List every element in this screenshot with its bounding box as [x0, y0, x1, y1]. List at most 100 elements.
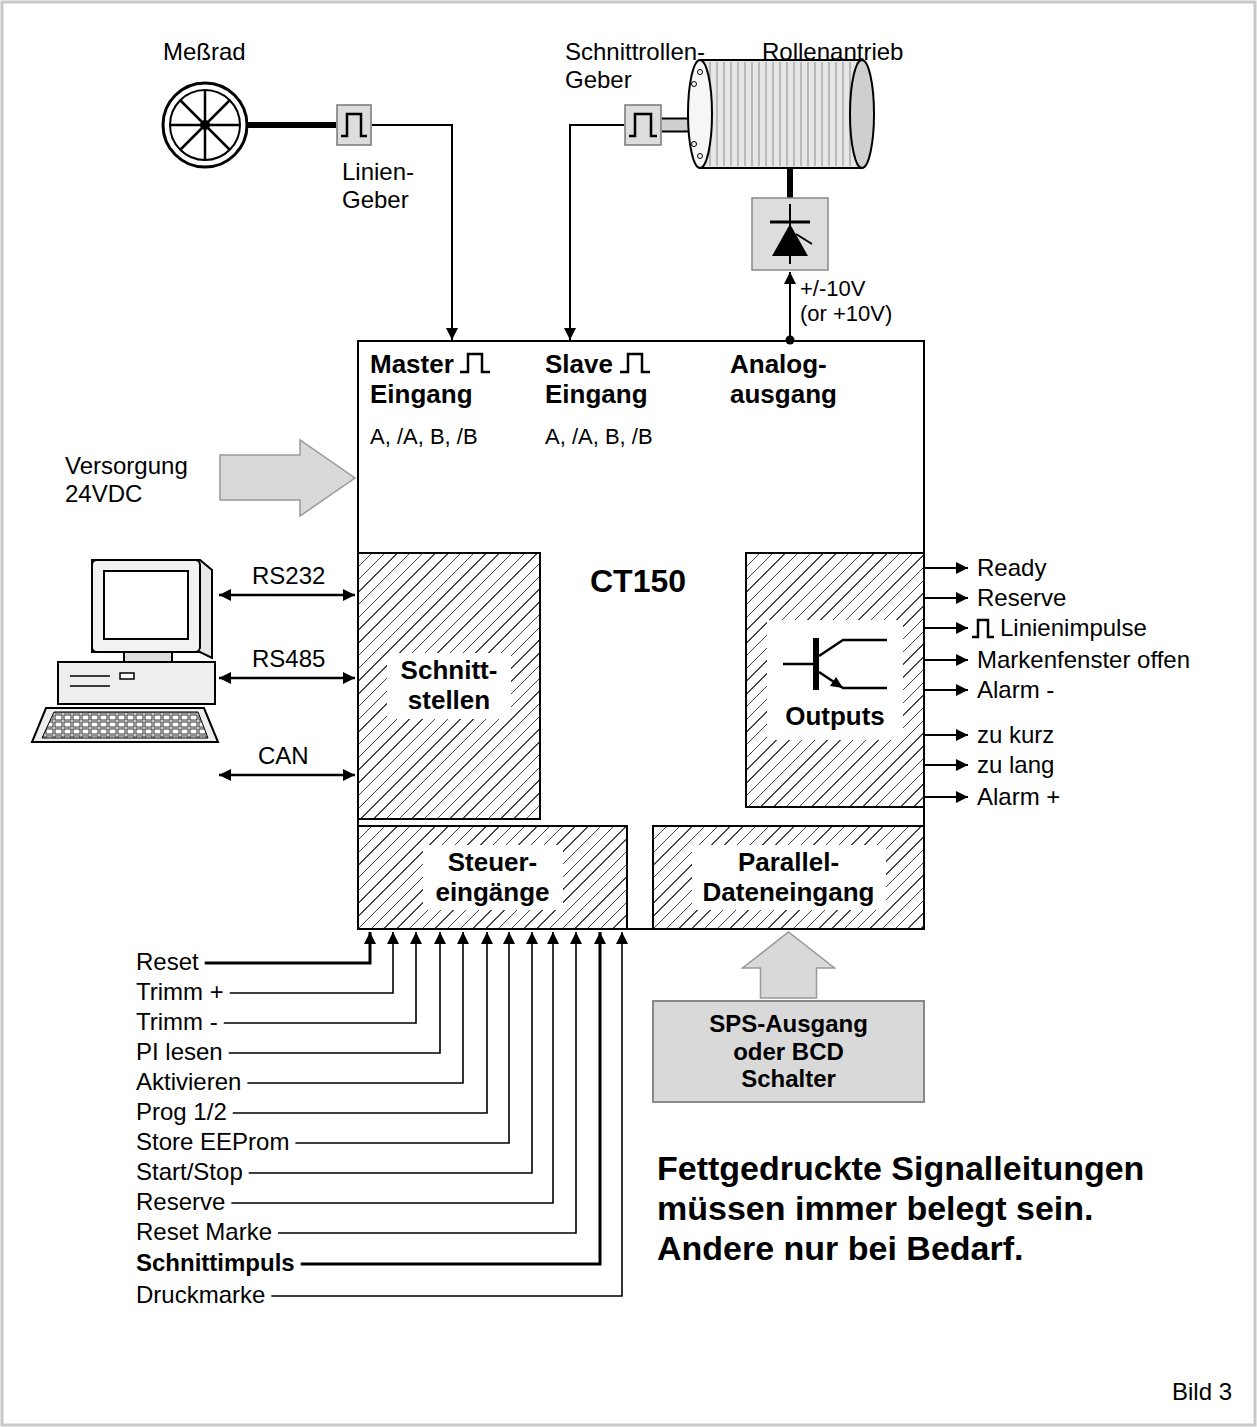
wheel-spoke: [205, 125, 230, 150]
output-arrows: [925, 796, 968, 798]
component-label: Meßrad: [163, 38, 246, 66]
control-input-wire: [233, 932, 487, 1113]
connector: [743, 932, 835, 998]
control-input-wire: [249, 932, 532, 1173]
control-input-wire: [230, 932, 393, 993]
output-arrows: [925, 764, 968, 766]
transistor-symbol: [775, 626, 895, 702]
signal-name: Markenfenster offen: [977, 646, 1190, 674]
pulse-symbol: [460, 354, 490, 372]
component-label: Linien- Geber: [342, 158, 442, 213]
supply-arrow: [220, 440, 355, 516]
transistor-symbol: [819, 640, 887, 656]
pulse-symbol: [620, 354, 650, 372]
wheel-rim: [163, 83, 247, 167]
control-input-wire: [247, 932, 463, 1083]
cooling-fin: [821, 62, 822, 166]
computer-drawing: [32, 560, 218, 742]
wheel-spoke: [180, 125, 205, 150]
wheel-spoke: [205, 100, 230, 125]
port-label: A, /A, B, /B: [545, 424, 653, 449]
shape-outline: [624, 104, 662, 146]
computer-drawing: [42, 712, 208, 738]
block-label: Parallel- Dateneingang: [692, 845, 886, 911]
signal-line: [248, 122, 336, 128]
transistor-symbol: [819, 672, 887, 688]
motor-end: [850, 60, 874, 168]
signal-name: Druckmarke: [136, 1281, 265, 1309]
signal-name: Prog 1/2: [136, 1098, 227, 1126]
block-label: Outputs: [785, 702, 885, 732]
wheel-spoke: [180, 100, 205, 125]
wheel-spoke: [205, 124, 240, 127]
computer-drawing: [92, 560, 212, 658]
signal-name: Trimm +: [136, 978, 224, 1006]
computer-drawing: [70, 685, 110, 687]
port-label: CAN: [258, 742, 309, 770]
thyristor-drive: [752, 198, 828, 270]
block-label: Steuer- eingänge: [423, 845, 563, 911]
block-label: Schnitt- stellen: [387, 653, 511, 719]
supply-arrow: [220, 440, 355, 516]
data-flow-arrow: [743, 932, 835, 998]
port-label: RS485: [252, 645, 325, 673]
wheel-spoke: [170, 124, 205, 127]
motor-body: [686, 58, 878, 170]
signal-line: [570, 125, 624, 340]
computer-drawing: [58, 662, 215, 704]
computer-drawing: [124, 652, 172, 662]
pulse-symbol: [341, 114, 367, 136]
wheel-rim: [170, 90, 240, 160]
cooling-fin: [779, 62, 780, 166]
shape-outline: [160, 80, 250, 170]
control-input-wire: [224, 932, 416, 1023]
cooling-fin: [744, 62, 745, 166]
transistor-symbol: [813, 638, 819, 690]
output-arrows: [925, 627, 968, 629]
motor-body: [700, 60, 862, 168]
cooling-fin: [800, 62, 801, 166]
thyristor-drive: [796, 234, 812, 244]
signal-name: Aktivieren: [136, 1068, 241, 1096]
interface-arrows: [219, 677, 355, 680]
cooling-fin: [730, 62, 731, 166]
port-label: A, /A, B, /B: [370, 424, 478, 449]
computer-drawing: [92, 560, 200, 652]
component-label: Rollenantrieb: [762, 38, 903, 66]
wheel-shape: [160, 80, 250, 170]
cooling-fin: [842, 62, 843, 166]
cooling-fin: [758, 62, 759, 166]
port-label: +/-10V (or +10V): [800, 276, 895, 327]
signal-name: Alarm -: [977, 676, 1054, 704]
computer-drawing: [120, 673, 134, 679]
thyristor-drive: [770, 221, 810, 224]
symbol-panel: Outputs: [767, 620, 903, 740]
signal-name: Reset: [136, 948, 199, 976]
signal-name: Reserve: [977, 584, 1066, 612]
control-input-wire: [271, 932, 622, 1296]
signal-name: Reset Marke: [136, 1218, 272, 1246]
motor-face: [688, 60, 712, 168]
plc-output-box: SPS-Ausgang oder BCD Schalter: [652, 1000, 925, 1103]
thyristor-drive: [789, 272, 791, 340]
cooling-fin: [716, 62, 717, 166]
port-label: Versorgung 24VDC: [65, 452, 215, 507]
output-arrows: [925, 689, 968, 691]
cooling-fin: [765, 62, 766, 166]
cooling-fin: [793, 62, 794, 166]
interface-arrows: [219, 595, 355, 775]
signal-line: [372, 125, 452, 340]
cooling-fin: [772, 62, 773, 166]
signal-name: zu kurz: [977, 721, 1054, 749]
encoder-box: [336, 104, 372, 146]
computer-drawing: [104, 571, 188, 639]
transistor-symbol: [830, 677, 843, 688]
encoder-box: [624, 104, 662, 146]
cooling-fin: [807, 62, 808, 166]
control-input-wire: [205, 932, 370, 963]
output-arrows: [925, 659, 968, 661]
port-label: RS232: [252, 562, 325, 590]
connector: [570, 125, 624, 340]
signal-name: Reserve: [136, 1188, 225, 1216]
